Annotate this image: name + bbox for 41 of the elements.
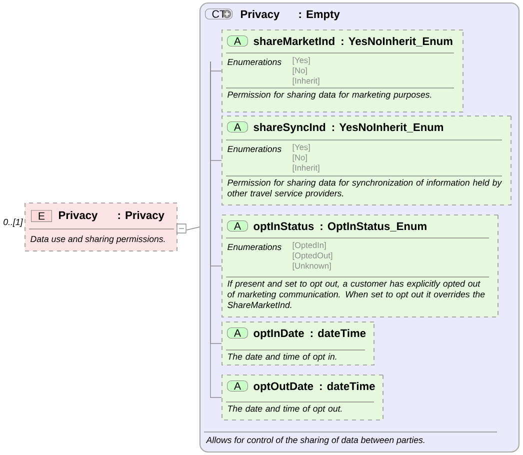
cardinality: 0..[1] xyxy=(4,218,23,227)
enumerations-label: Enumerations xyxy=(228,244,282,250)
attribute-name: optInStatus xyxy=(254,222,314,232)
description: Allows for control of the sharing of data between parties. xyxy=(206,436,424,445)
attribute-badge: A xyxy=(227,220,248,232)
description: Data use and sharing permissions. xyxy=(30,236,165,244)
type-name: : dateTime xyxy=(310,329,366,338)
attribute-name: optOutDate xyxy=(254,382,314,392)
enumeration-value: [Yes] xyxy=(292,144,310,152)
enumerations-label: Enumerations xyxy=(228,58,282,66)
attribute-badge: A xyxy=(227,35,248,47)
enumeration-value: [Inherit] xyxy=(292,78,320,86)
enumeration-value: [OptedIn] xyxy=(292,242,326,250)
description: Permission for sharing data for synchronization of information held by other travel service providers. xyxy=(228,179,502,198)
type-name: : Empty xyxy=(299,10,340,20)
enumerations-label: Enumerations xyxy=(228,146,282,152)
attribute-badge: A xyxy=(227,121,248,133)
enumeration-value: [Unknown] xyxy=(292,262,331,270)
connector xyxy=(210,61,222,398)
attribute-badge: A xyxy=(227,380,248,392)
element-badge: E xyxy=(31,210,52,222)
attribute-name: optInDate xyxy=(254,329,304,340)
description: The date and time of opt out. xyxy=(228,405,342,414)
attribute-badge: A xyxy=(227,327,248,339)
type-name: : Privacy xyxy=(118,211,164,222)
type-name: : YesNoInherit_Enum xyxy=(332,123,444,132)
description: The date and time of opt in. xyxy=(228,353,336,362)
attribute-name: shareSyncInd xyxy=(254,123,326,134)
type-name: : YesNoInherit_Enum xyxy=(342,37,452,46)
enumeration-value: [No] xyxy=(292,154,307,162)
enumeration-value: [Inherit] xyxy=(292,164,320,172)
element-name: Privacy xyxy=(241,10,280,20)
description: Permission for sharing data for marketing purposes. xyxy=(228,91,432,100)
type-name: : OptInStatus_Enum xyxy=(320,222,426,232)
enumeration-value: [Yes] xyxy=(292,57,310,65)
enumeration-value: [No] xyxy=(292,67,307,76)
enumeration-value: [OptedOut] xyxy=(292,252,332,260)
attribute-name: shareMarketInd xyxy=(254,37,334,46)
type-name: : dateTime xyxy=(320,382,375,390)
description: If present and set to opt out, a customer has explicitly opted out of marketing communication. When set to opt out it overrides the ShareMarketInd. xyxy=(228,280,485,308)
element-name: Privacy xyxy=(59,211,98,222)
